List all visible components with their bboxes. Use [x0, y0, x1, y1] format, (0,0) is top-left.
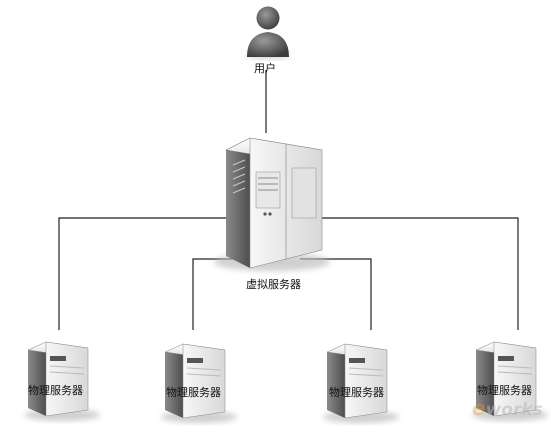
physical-server-label-1: 物理服务器 [28, 384, 83, 397]
user-icon [246, 6, 290, 59]
user-label: 用户 [254, 62, 276, 75]
watermark-accent-letter: e [472, 396, 486, 420]
virtual-server-icon [214, 137, 330, 271]
physical-server-icon-3 [323, 343, 399, 423]
physical-server-icon-2 [161, 343, 237, 423]
watermark-text: works [485, 400, 543, 420]
physical-server-label-4: 物理服务器 [477, 384, 532, 397]
physical-server-icon-4 [472, 341, 548, 421]
line-virtual-to-physical-3 [300, 258, 372, 330]
watermark-logo: eworks [472, 396, 543, 420]
physical-server-label-3: 物理服务器 [329, 386, 384, 399]
virtual-server-label: 虚拟服务器 [246, 278, 301, 291]
physical-server-label-2: 物理服务器 [166, 386, 221, 399]
line-virtual-to-physical-1 [58, 217, 230, 330]
physical-server-icon-1 [24, 341, 100, 421]
line-virtual-to-physical-2 [192, 258, 240, 330]
line-virtual-to-physical-4 [310, 217, 519, 330]
